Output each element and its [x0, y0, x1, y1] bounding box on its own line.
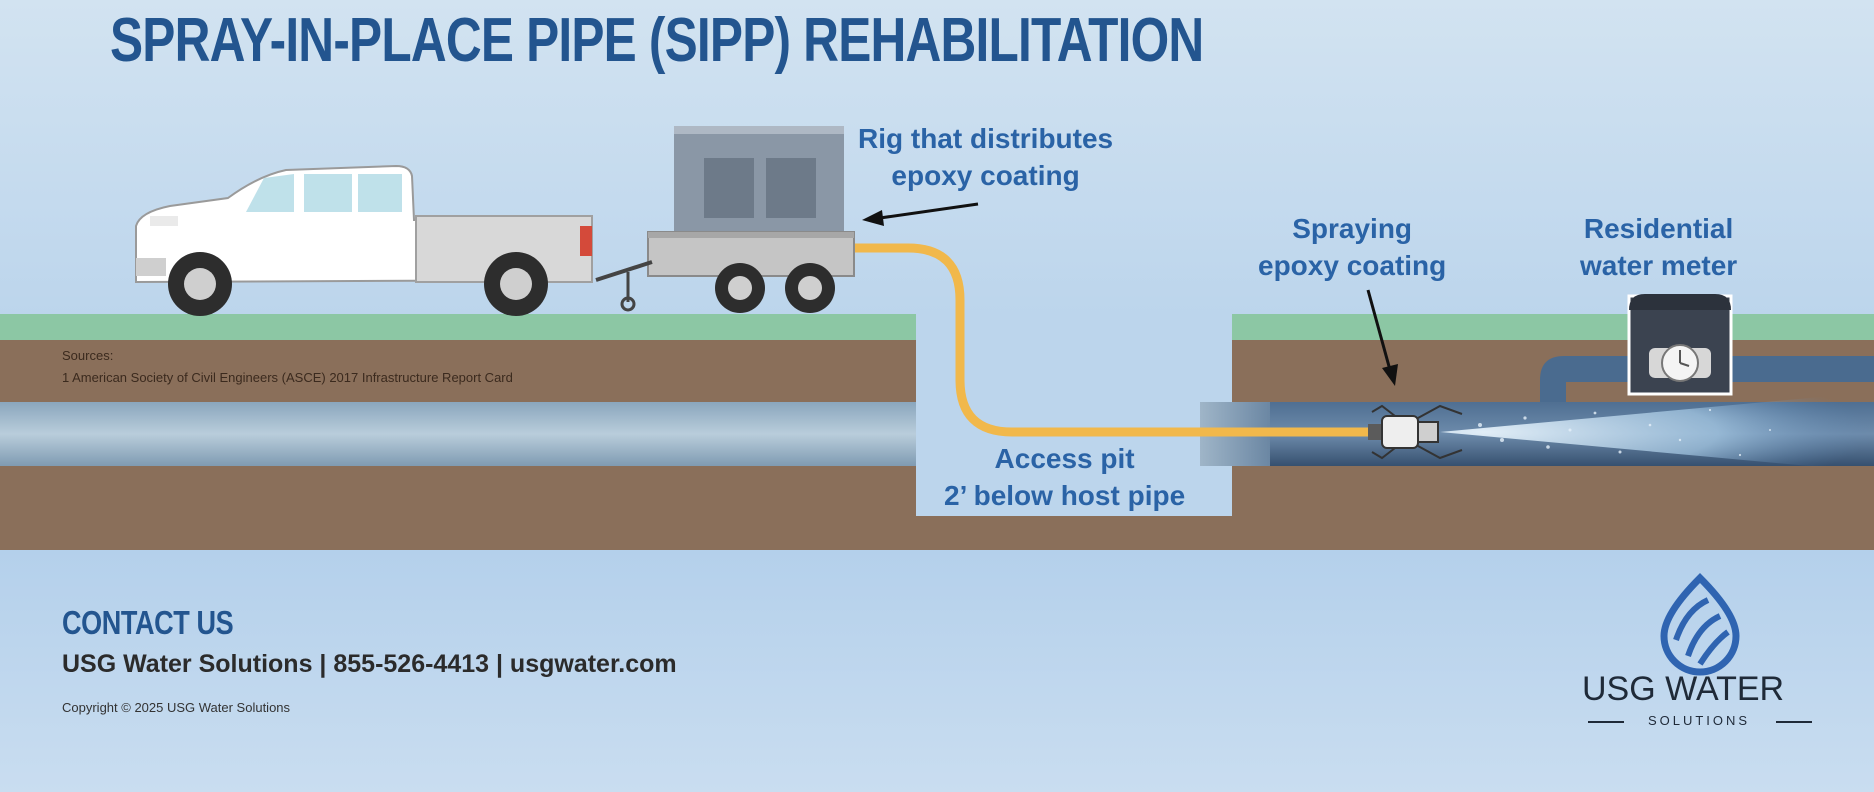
- pit-callout-line-2: 2’ below host pipe: [944, 480, 1186, 511]
- rig-callout-line-1: Rig that distributes: [858, 123, 1114, 154]
- spraying-callout-line-2: epoxy coating: [1258, 250, 1447, 281]
- pit-callout-line-1: Access pit: [994, 443, 1135, 474]
- trailer-rig-icon: [595, 126, 855, 313]
- callout-arrows: [862, 202, 1398, 386]
- water-drop-logo-icon: [1660, 573, 1740, 676]
- spraying-callout: Spraying epoxy coating: [1258, 210, 1446, 284]
- sources-heading: Sources:: [62, 348, 114, 363]
- water-meter-icon: [1627, 294, 1733, 396]
- pit-floor: [916, 516, 1232, 550]
- page-title: SPRAY-IN-PLACE PIPE (SIPP) REHABILITATIO…: [110, 6, 1204, 75]
- footer-band: [0, 548, 1874, 792]
- copyright: Copyright © 2025 USG Water Solutions: [62, 700, 291, 715]
- brand-subtitle: SOLUTIONS: [1647, 713, 1751, 728]
- rig-callout-line-2: epoxy coating: [891, 160, 1080, 191]
- brand-name: USG WATER: [1582, 670, 1785, 708]
- contact-line: USG Water Solutions | 855-526-4413 | usg…: [62, 650, 677, 678]
- spraying-callout-line-1: Spraying: [1292, 213, 1413, 244]
- rig-arrow-head: [862, 210, 884, 226]
- rig-callout: Rig that distributes epoxy coating: [858, 120, 1113, 194]
- pit-callout: Access pit 2’ below host pipe: [944, 440, 1185, 514]
- epoxy-hose: [847, 243, 1373, 437]
- spray-nozzle-icon: [1368, 404, 1463, 460]
- meter-callout-line-1: Residential: [1583, 213, 1734, 244]
- spray-arrow-head: [1382, 364, 1398, 386]
- host-pipe-left: [0, 402, 916, 466]
- sources-item: 1 American Society of Civil Engineers (A…: [62, 370, 513, 385]
- rig-arrow: [879, 202, 979, 220]
- spray-arrow: [1366, 289, 1392, 371]
- meter-callout: Residential water meter: [1580, 210, 1737, 284]
- spray-particles: [1478, 408, 1771, 457]
- pickup-truck-icon: [135, 164, 594, 316]
- contact-heading: CONTACT US: [62, 604, 234, 641]
- meter-callout-line-2: water meter: [1580, 250, 1738, 281]
- epoxy-spray: [1440, 392, 1874, 472]
